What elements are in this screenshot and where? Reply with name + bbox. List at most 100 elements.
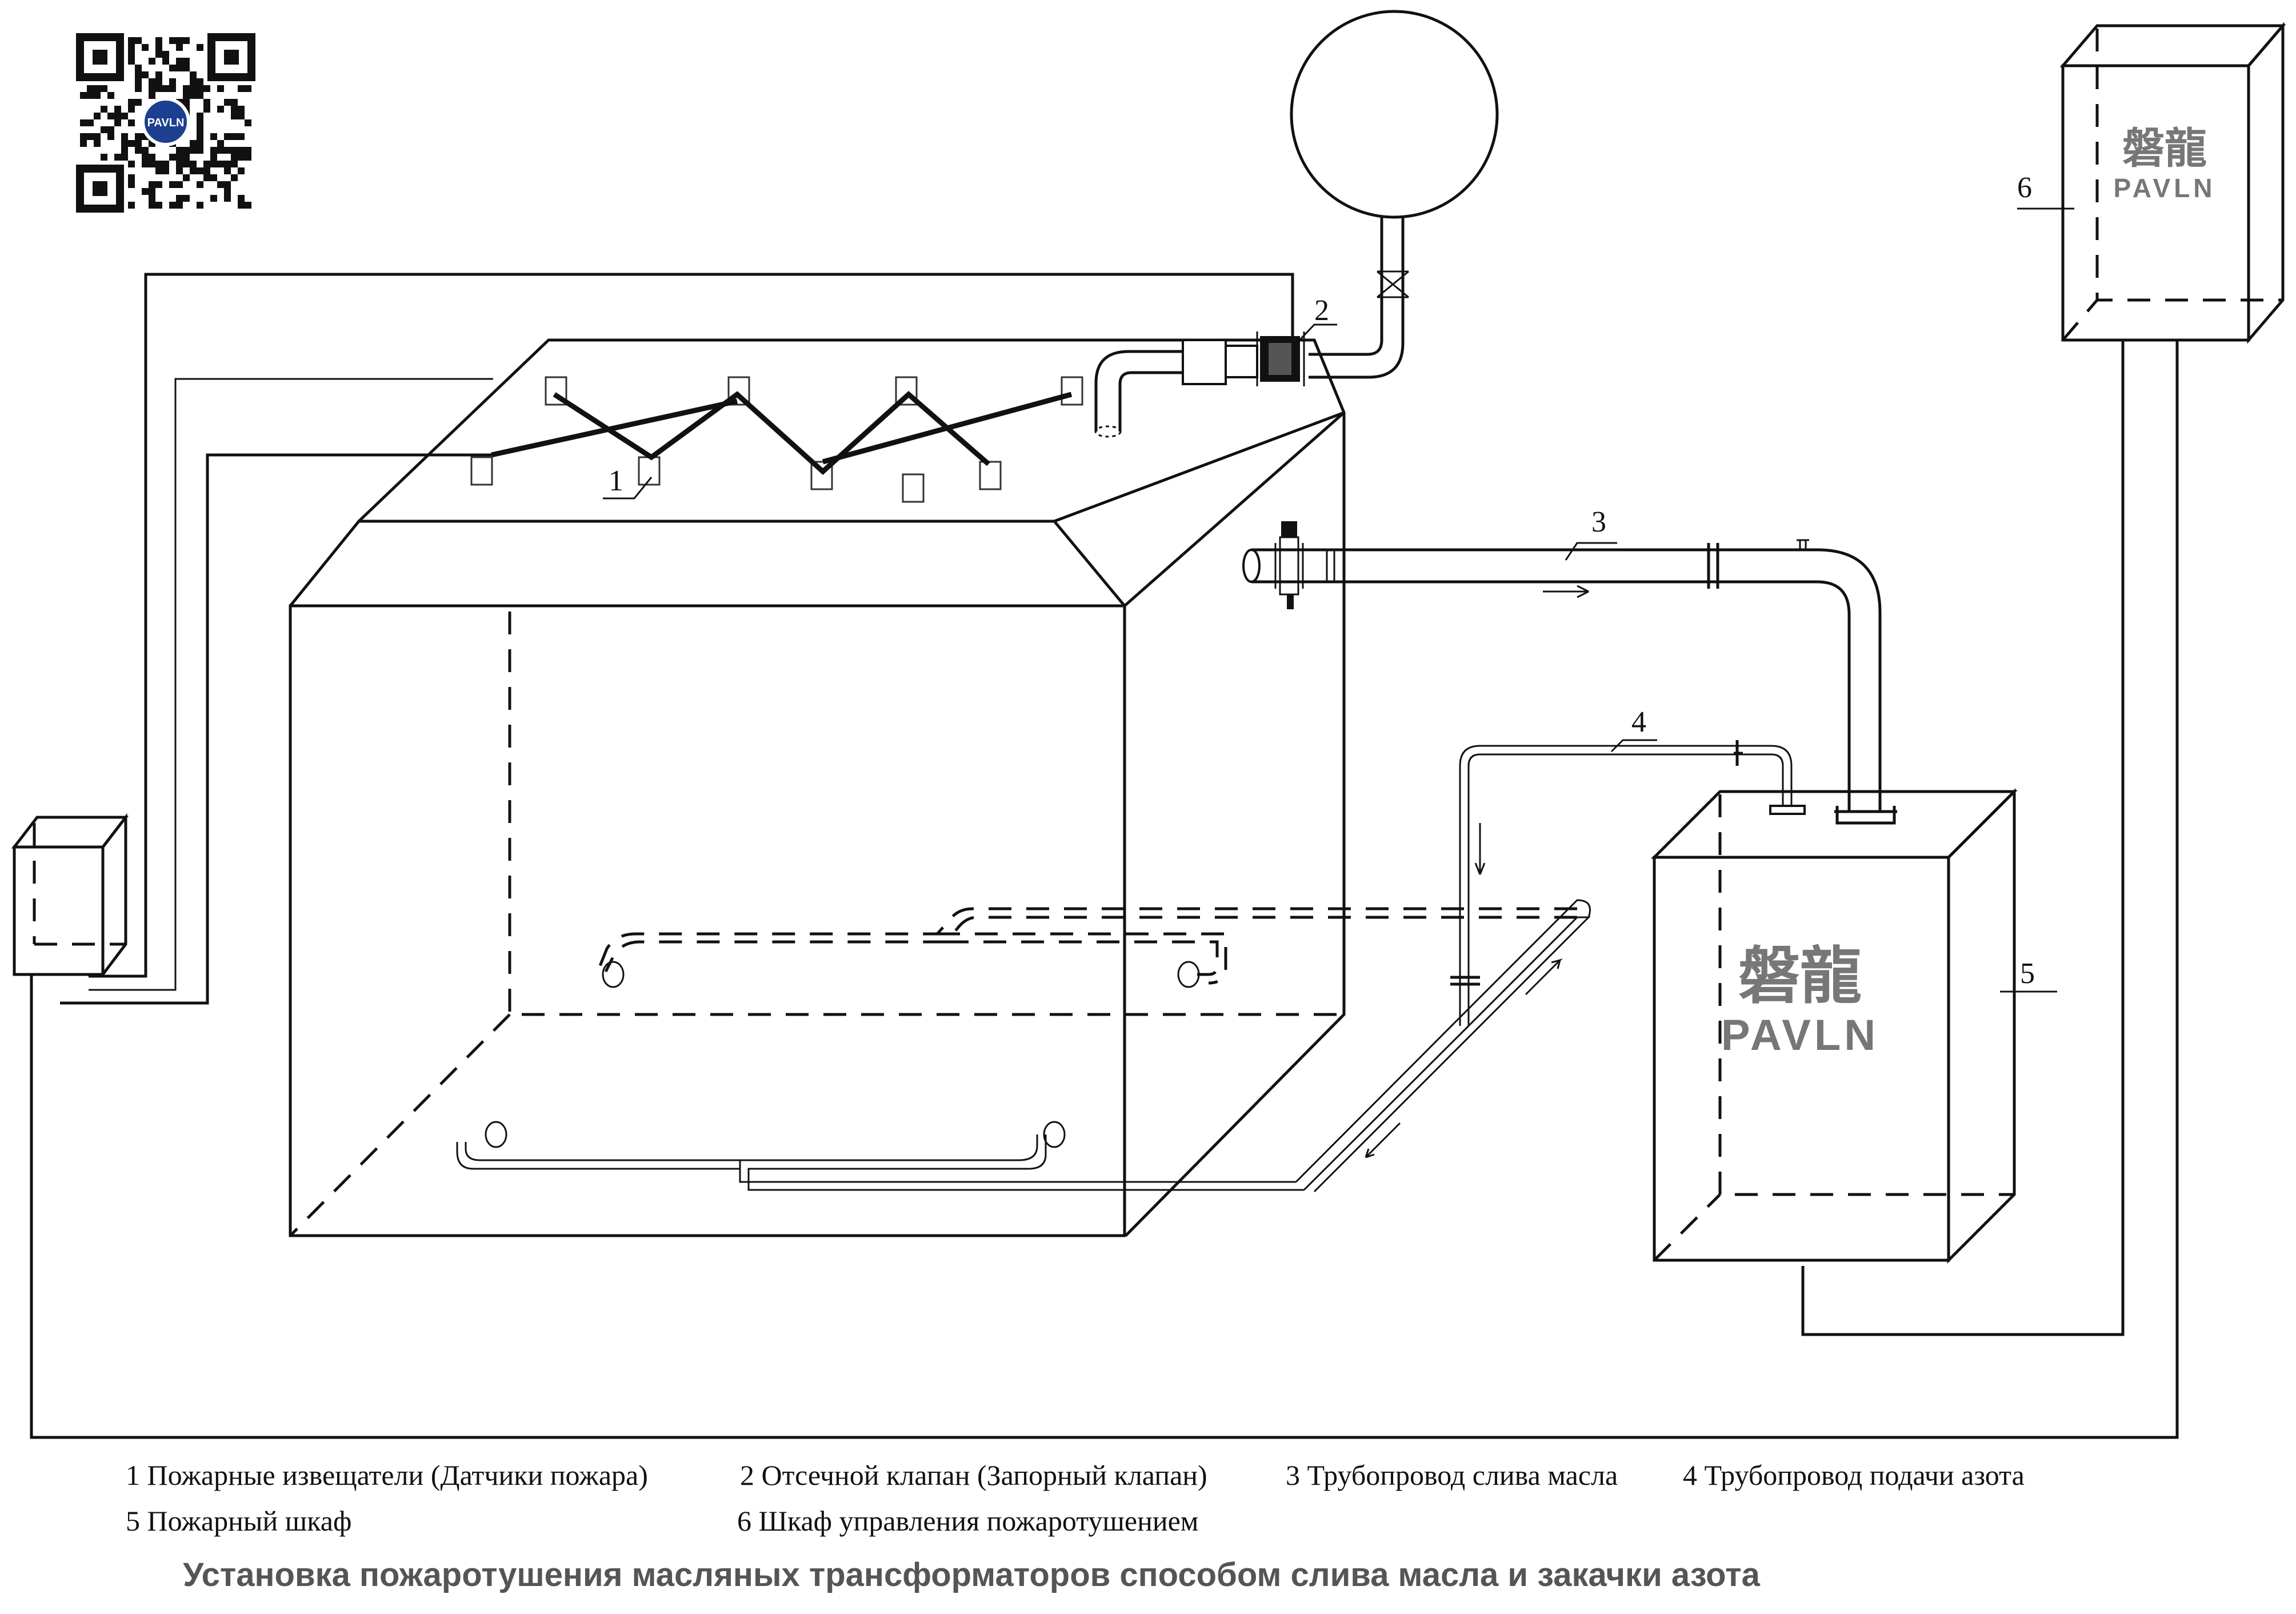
qr-module	[155, 167, 162, 174]
qr-module	[162, 167, 169, 174]
fire-detector	[1061, 376, 1083, 406]
qr-module	[190, 161, 197, 167]
qr-module	[135, 71, 142, 78]
qr-module	[107, 126, 114, 133]
flow-arrow-icon	[1474, 823, 1486, 875]
qr-module	[210, 147, 217, 154]
qr-module	[231, 154, 238, 161]
callout-3: 3	[1591, 506, 1606, 538]
qr-module	[87, 133, 94, 140]
qr-module	[169, 65, 176, 71]
qr-module	[190, 147, 197, 154]
qr-module	[176, 195, 183, 202]
qr-module	[135, 85, 142, 92]
control-wiring	[60, 273, 1294, 1005]
fire-control-cabinet: 磐龍 PAVLN	[2059, 22, 2286, 344]
qr-module	[203, 167, 210, 174]
oil-drain-pipeline	[1242, 521, 1897, 825]
qr-module	[107, 92, 114, 99]
qr-module	[135, 99, 142, 106]
qr-module	[197, 44, 203, 51]
qr-module	[245, 154, 251, 161]
qr-module	[94, 85, 101, 92]
qr-module	[197, 140, 203, 147]
qr-module	[238, 113, 245, 119]
fire-detectors	[470, 376, 1083, 503]
qr-module	[128, 51, 135, 58]
qr-module	[176, 37, 183, 44]
qr-module	[176, 147, 183, 154]
qr-module	[169, 202, 176, 209]
qr-module	[197, 126, 203, 133]
qr-module	[94, 140, 101, 147]
qr-module	[210, 174, 217, 181]
qr-module	[94, 92, 101, 99]
qr-module	[210, 161, 217, 167]
qr-module	[183, 174, 190, 181]
qr-module	[231, 147, 238, 154]
qr-module	[238, 202, 245, 209]
qr-module	[190, 71, 197, 78]
qr-module	[197, 133, 203, 140]
qr-module	[162, 85, 169, 92]
qr-module	[203, 106, 210, 113]
qr-module	[107, 133, 114, 140]
qr-logo-text: PAVLN	[147, 117, 185, 129]
qr-module	[197, 167, 203, 174]
qr-module	[155, 71, 162, 78]
callout-4: 4	[1631, 706, 1646, 738]
nitrogen-supply-pipeline	[1295, 740, 1806, 1193]
qr-module	[210, 154, 217, 161]
qr-module	[128, 58, 135, 65]
conservator-tank	[1290, 10, 1499, 379]
qr-module	[128, 174, 135, 181]
qr-module	[224, 188, 231, 195]
qr-module	[197, 92, 203, 99]
qr-module	[142, 71, 149, 78]
qr-module	[128, 181, 135, 188]
qr-module	[87, 119, 94, 126]
qr-module	[197, 202, 203, 209]
qr-module	[149, 85, 155, 92]
qr-module	[238, 147, 245, 154]
qr-module	[121, 133, 128, 140]
qr-module	[217, 181, 224, 188]
qr-module	[162, 161, 169, 167]
qr-module	[217, 106, 224, 113]
qr-module	[142, 154, 149, 161]
qr-module	[183, 161, 190, 167]
fire-detector	[979, 461, 1002, 490]
qr-module	[238, 85, 245, 92]
qr-module	[101, 154, 107, 161]
nozzle	[1177, 961, 1200, 988]
qr-module	[149, 195, 155, 202]
qr-module	[176, 65, 183, 71]
qr-module	[142, 44, 149, 51]
qr-module	[149, 181, 155, 188]
qr-module	[183, 58, 190, 65]
qr-module	[183, 85, 190, 92]
qr-module	[224, 133, 231, 140]
qr-module	[245, 119, 251, 126]
qr-module	[155, 202, 162, 209]
callout-1: 1	[609, 465, 623, 497]
qr-module	[87, 85, 94, 92]
callout-6: 6	[2017, 171, 2032, 204]
qr-module	[224, 161, 231, 167]
qr-module	[190, 140, 197, 147]
qr-module	[224, 147, 231, 154]
qr-module	[231, 106, 238, 113]
qr-module	[231, 99, 238, 106]
qr-module	[149, 78, 155, 85]
qr-module	[87, 92, 94, 99]
qr-module	[169, 85, 176, 92]
qr-module	[238, 195, 245, 202]
qr-module	[210, 195, 217, 202]
qr-module	[114, 106, 121, 113]
qr-module	[238, 133, 245, 140]
qr-module	[128, 202, 135, 209]
qr-module	[203, 174, 210, 181]
flow-arrow-icon	[1365, 1122, 1401, 1158]
qr-module	[135, 65, 142, 71]
